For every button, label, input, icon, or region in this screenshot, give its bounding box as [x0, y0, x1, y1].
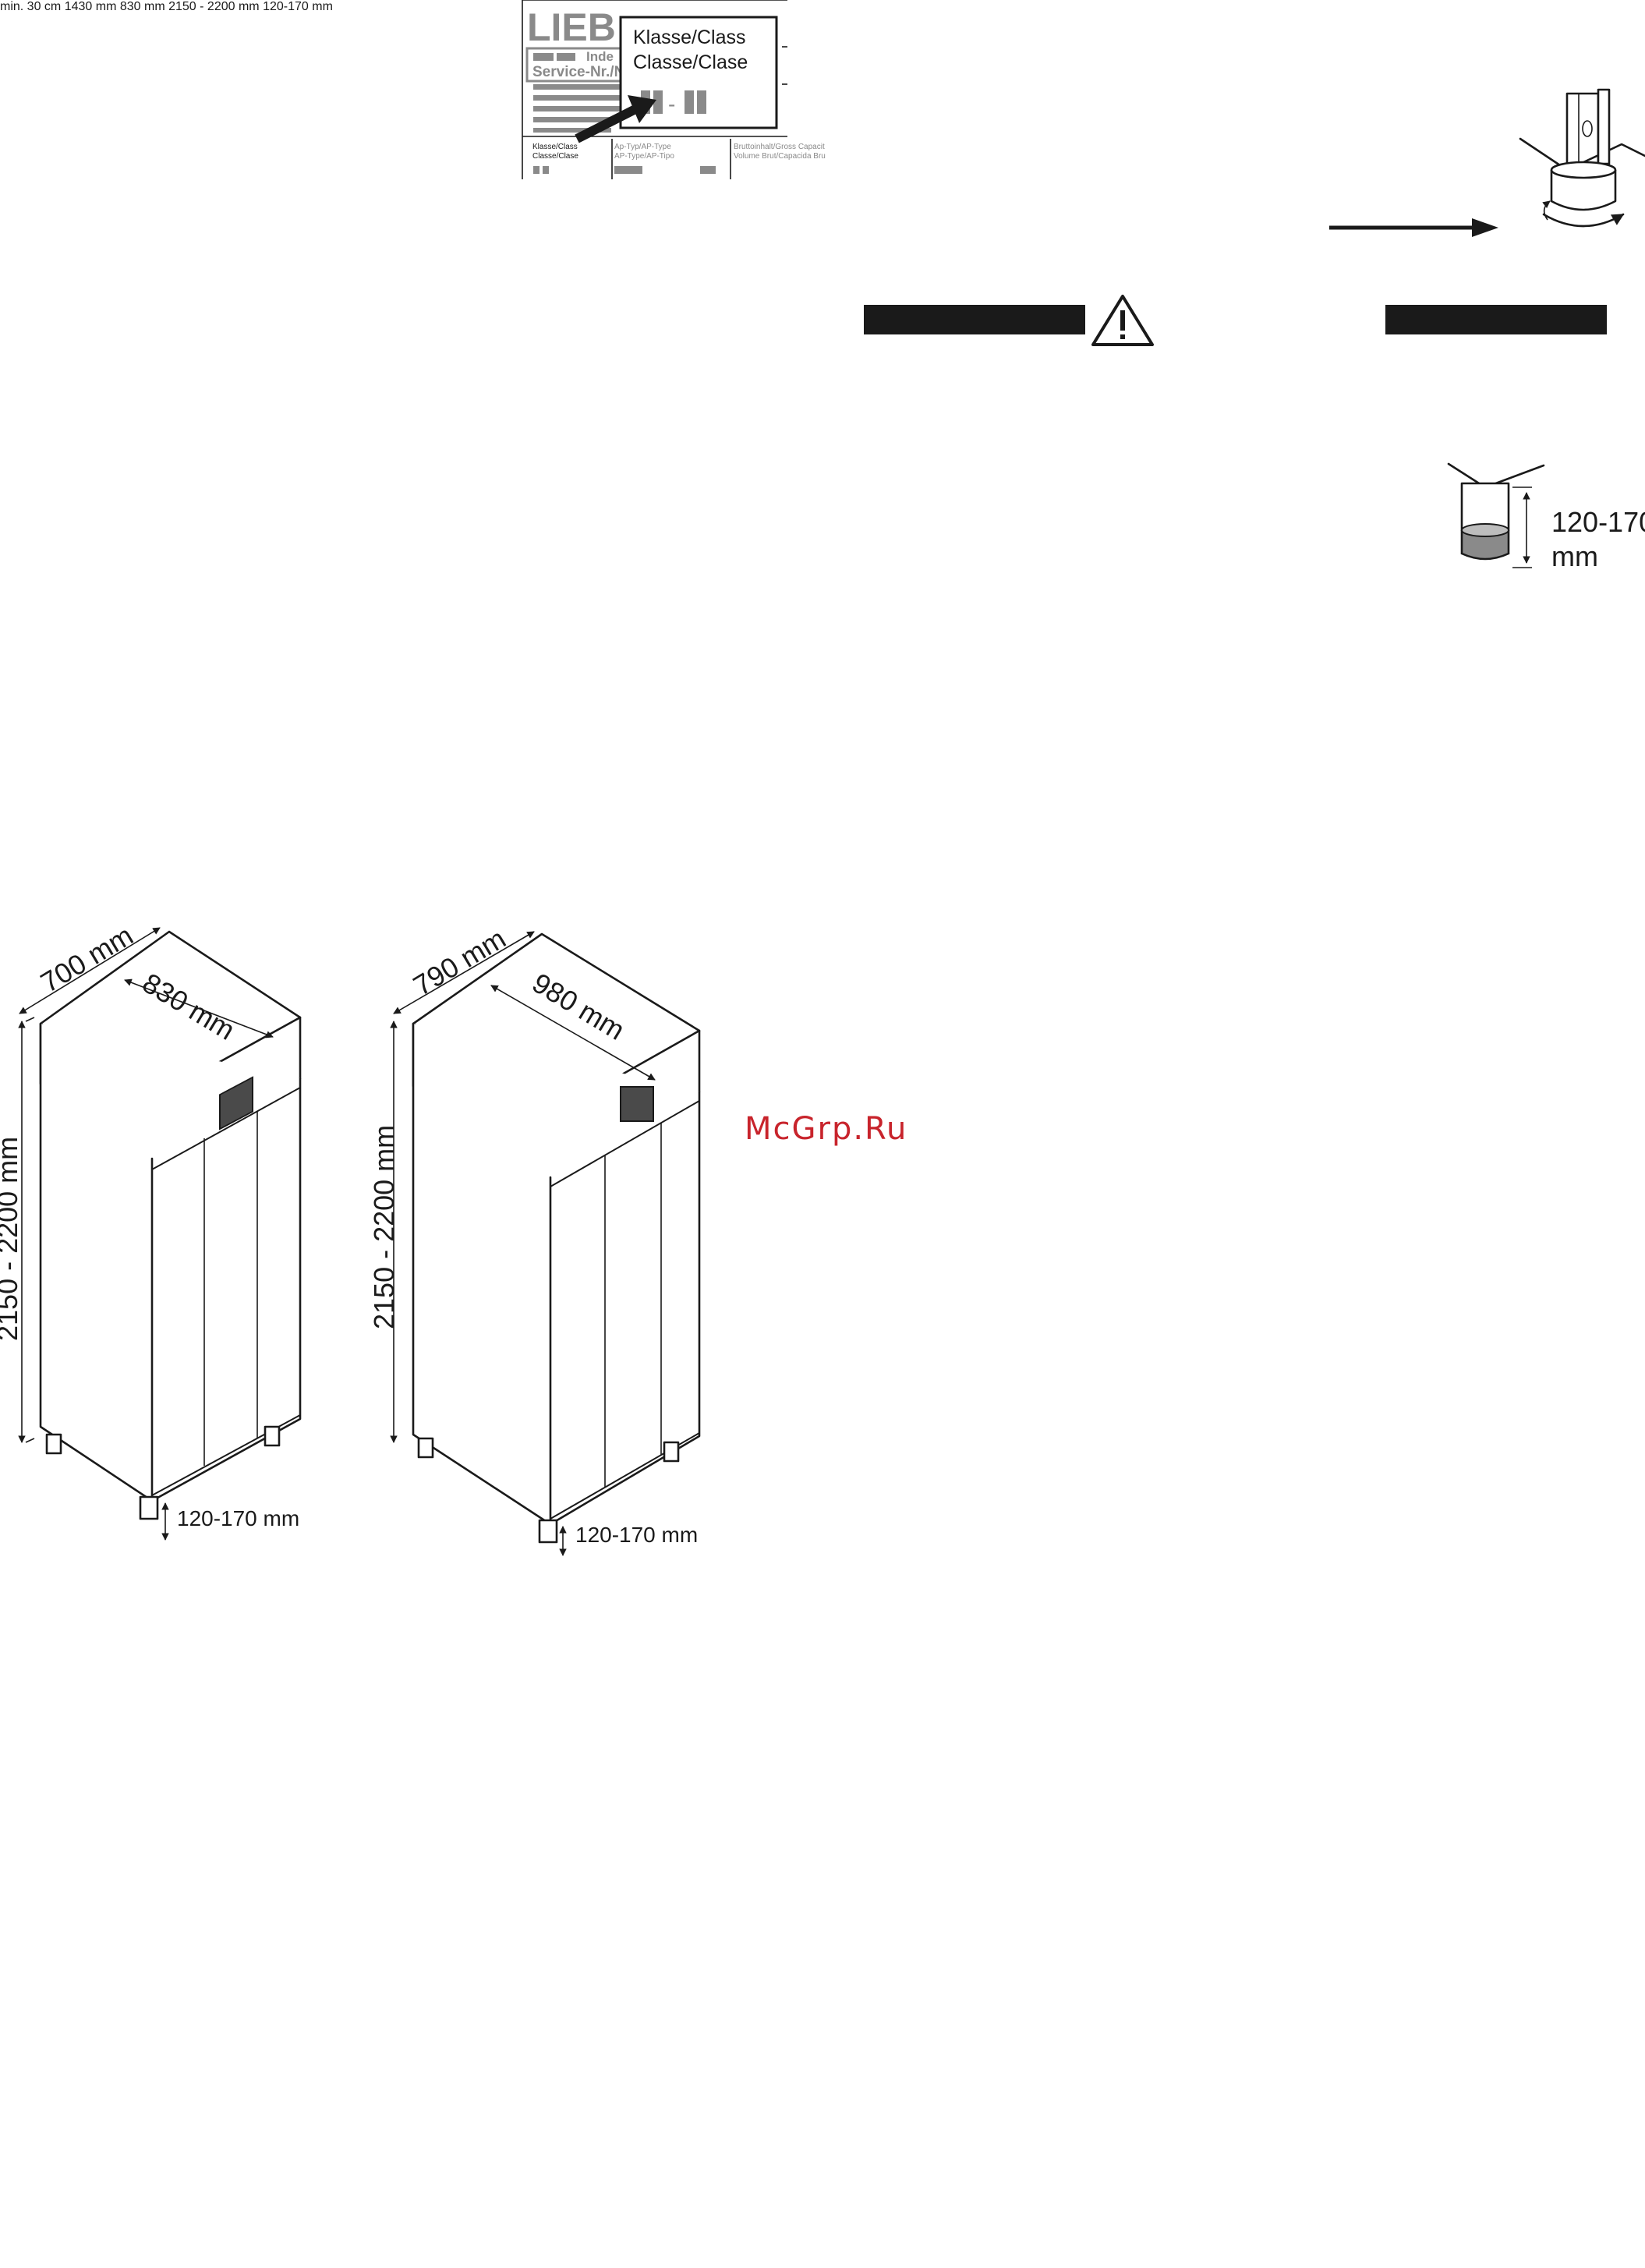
callout-line2: Classe/Clase: [633, 51, 748, 73]
pointer-arrow: [575, 95, 656, 143]
cabinet-single-700: 700 mm 830 mm 2150 - 2200 mm 120-170 mm: [0, 919, 302, 1541]
warning-triangle-icon: [1091, 295, 1154, 346]
plate-col1-line2: Classe/Clase: [532, 152, 578, 161]
cabinet2-height: 2150 - 2200 mm: [368, 1125, 400, 1329]
foot-height-unit: mm: [1551, 540, 1598, 572]
watermark-text: McGrp.Ru: [745, 1111, 908, 1147]
plate-col3-line1: Bruttoinhalt/Gross Capacit: [734, 143, 825, 151]
callout-code: -: [668, 92, 675, 116]
plate-col2-line2: AP-Type/AP-Tipo: [614, 152, 674, 161]
plate-brand: LIEB: [527, 5, 616, 49]
plate-index: Inde: [586, 49, 614, 64]
adjustable-foot-illustration: [1329, 88, 1645, 237]
foot-height-value: 120-170: [1551, 506, 1645, 538]
section-heading-bar-left: [864, 305, 1085, 334]
callout-line1: Klasse/Class: [633, 27, 746, 48]
ventilation-illustration: min. 30 cm: [0, 0, 65, 13]
rating-plate: LIEB Inde Service-Nr./N Klasse/Class Cla…: [522, 0, 826, 179]
plate-col3-line2: Volume Brut/Capacida Bru: [734, 152, 826, 161]
cabinet1-feet: 120-170 mm: [177, 1506, 299, 1530]
ventilation-clearance: min. 30 cm: [0, 0, 62, 13]
cabinet-single-790: 790 mm 980 mm 2150 - 2200 mm 120-170 mm: [368, 922, 701, 1556]
cabinet3-height: 2150 - 2200 mm: [168, 0, 260, 13]
foot-height-detail: 120-170 mm: [1447, 462, 1645, 572]
plate-service-number: Service-Nr./N: [532, 64, 624, 80]
cabinet3-feet: 120-170 mm: [263, 0, 333, 13]
cabinet2-feet: 120-170 mm: [575, 1523, 698, 1547]
cabinet3-depth: 830 mm: [119, 0, 165, 13]
plate-col1-line1: Klasse/Class: [532, 143, 578, 151]
plate-col2-line1: Ap-Typ/AP-Type: [614, 143, 671, 151]
cabinet3-width: 1430 mm: [64, 0, 117, 13]
cabinet1-height: 2150 - 2200 mm: [0, 1137, 23, 1341]
cabinet-double-1430: 1430 mm 830 mm 2150 - 2200 mm 120-170 mm: [65, 0, 333, 13]
section-heading-bar-right: [1385, 305, 1607, 334]
